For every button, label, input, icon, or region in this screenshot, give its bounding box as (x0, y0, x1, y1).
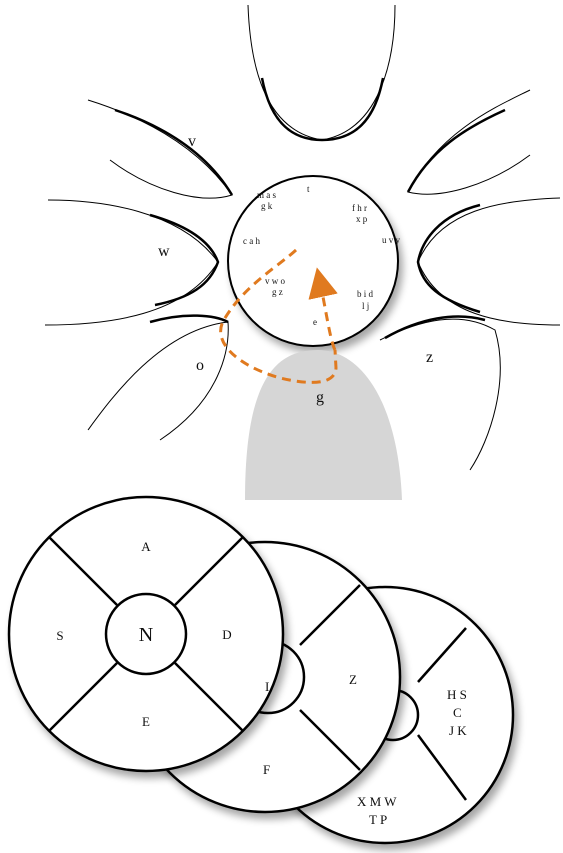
disc-front: A S D E N (7, 495, 285, 773)
disc-back-right-2: C (453, 705, 462, 720)
petal-bottom-left (87, 314, 229, 441)
petal-top (247, 4, 396, 142)
hub-group-center-2: g z (272, 287, 283, 297)
petal-left (44, 199, 220, 326)
disc-middle-right: Z (349, 672, 357, 687)
petal-letter-v: v (188, 133, 196, 150)
disc-back-bottom-1: X M W (357, 794, 397, 809)
disc-middle-center-partial: I (265, 679, 269, 694)
disc-back-bottom-2: T P (369, 812, 387, 827)
petal-bottom-right (379, 315, 501, 471)
hub-group-top-left-1: m a s (257, 190, 276, 200)
hub-group-top-right-2: x p (356, 214, 368, 224)
petal-letter-w: w (158, 243, 170, 260)
hub-group-bottom: e (313, 317, 317, 327)
hub-group-top: t (307, 184, 310, 194)
stacked-discs: H S C J K X M W T P Z F A S D E (7, 495, 515, 845)
petal-top-right (406, 89, 531, 195)
hub-group-top-left-2: g k (261, 201, 273, 211)
hub-group-top-right-1: f h r (352, 203, 367, 213)
finger-shape (245, 350, 402, 500)
hub-group-center-1: v w o (265, 276, 285, 286)
hub-group-left: c a h (243, 236, 260, 246)
disc-front-left: S (56, 628, 63, 643)
petal-letter-o: o (196, 357, 204, 374)
disc-front-center: N (139, 624, 153, 646)
hub-group-right: u v y (382, 235, 401, 245)
petal-right (416, 197, 561, 326)
petal-letter-g: g (316, 389, 324, 406)
hub-circle (227, 175, 399, 347)
hub-group-bottom-right-2: l j (362, 301, 369, 311)
petal-top-left (87, 99, 234, 199)
gesture-loop (219, 248, 338, 384)
disc-front-top: A (141, 539, 151, 554)
disc-middle-bottom: F (263, 762, 270, 777)
disc-back-right-3: J K (449, 723, 467, 738)
petal-letter-z: z (426, 349, 433, 366)
hub-group-bottom-right-1: b i d (357, 289, 374, 299)
disc-front-bottom: E (142, 714, 150, 729)
petal-menu: v w o g z m a s g k t f h r x p c a h u … (44, 4, 561, 500)
gesture-path (308, 267, 338, 351)
disc-back-right-1: H S (447, 687, 467, 702)
disc-front-right: D (222, 627, 231, 642)
